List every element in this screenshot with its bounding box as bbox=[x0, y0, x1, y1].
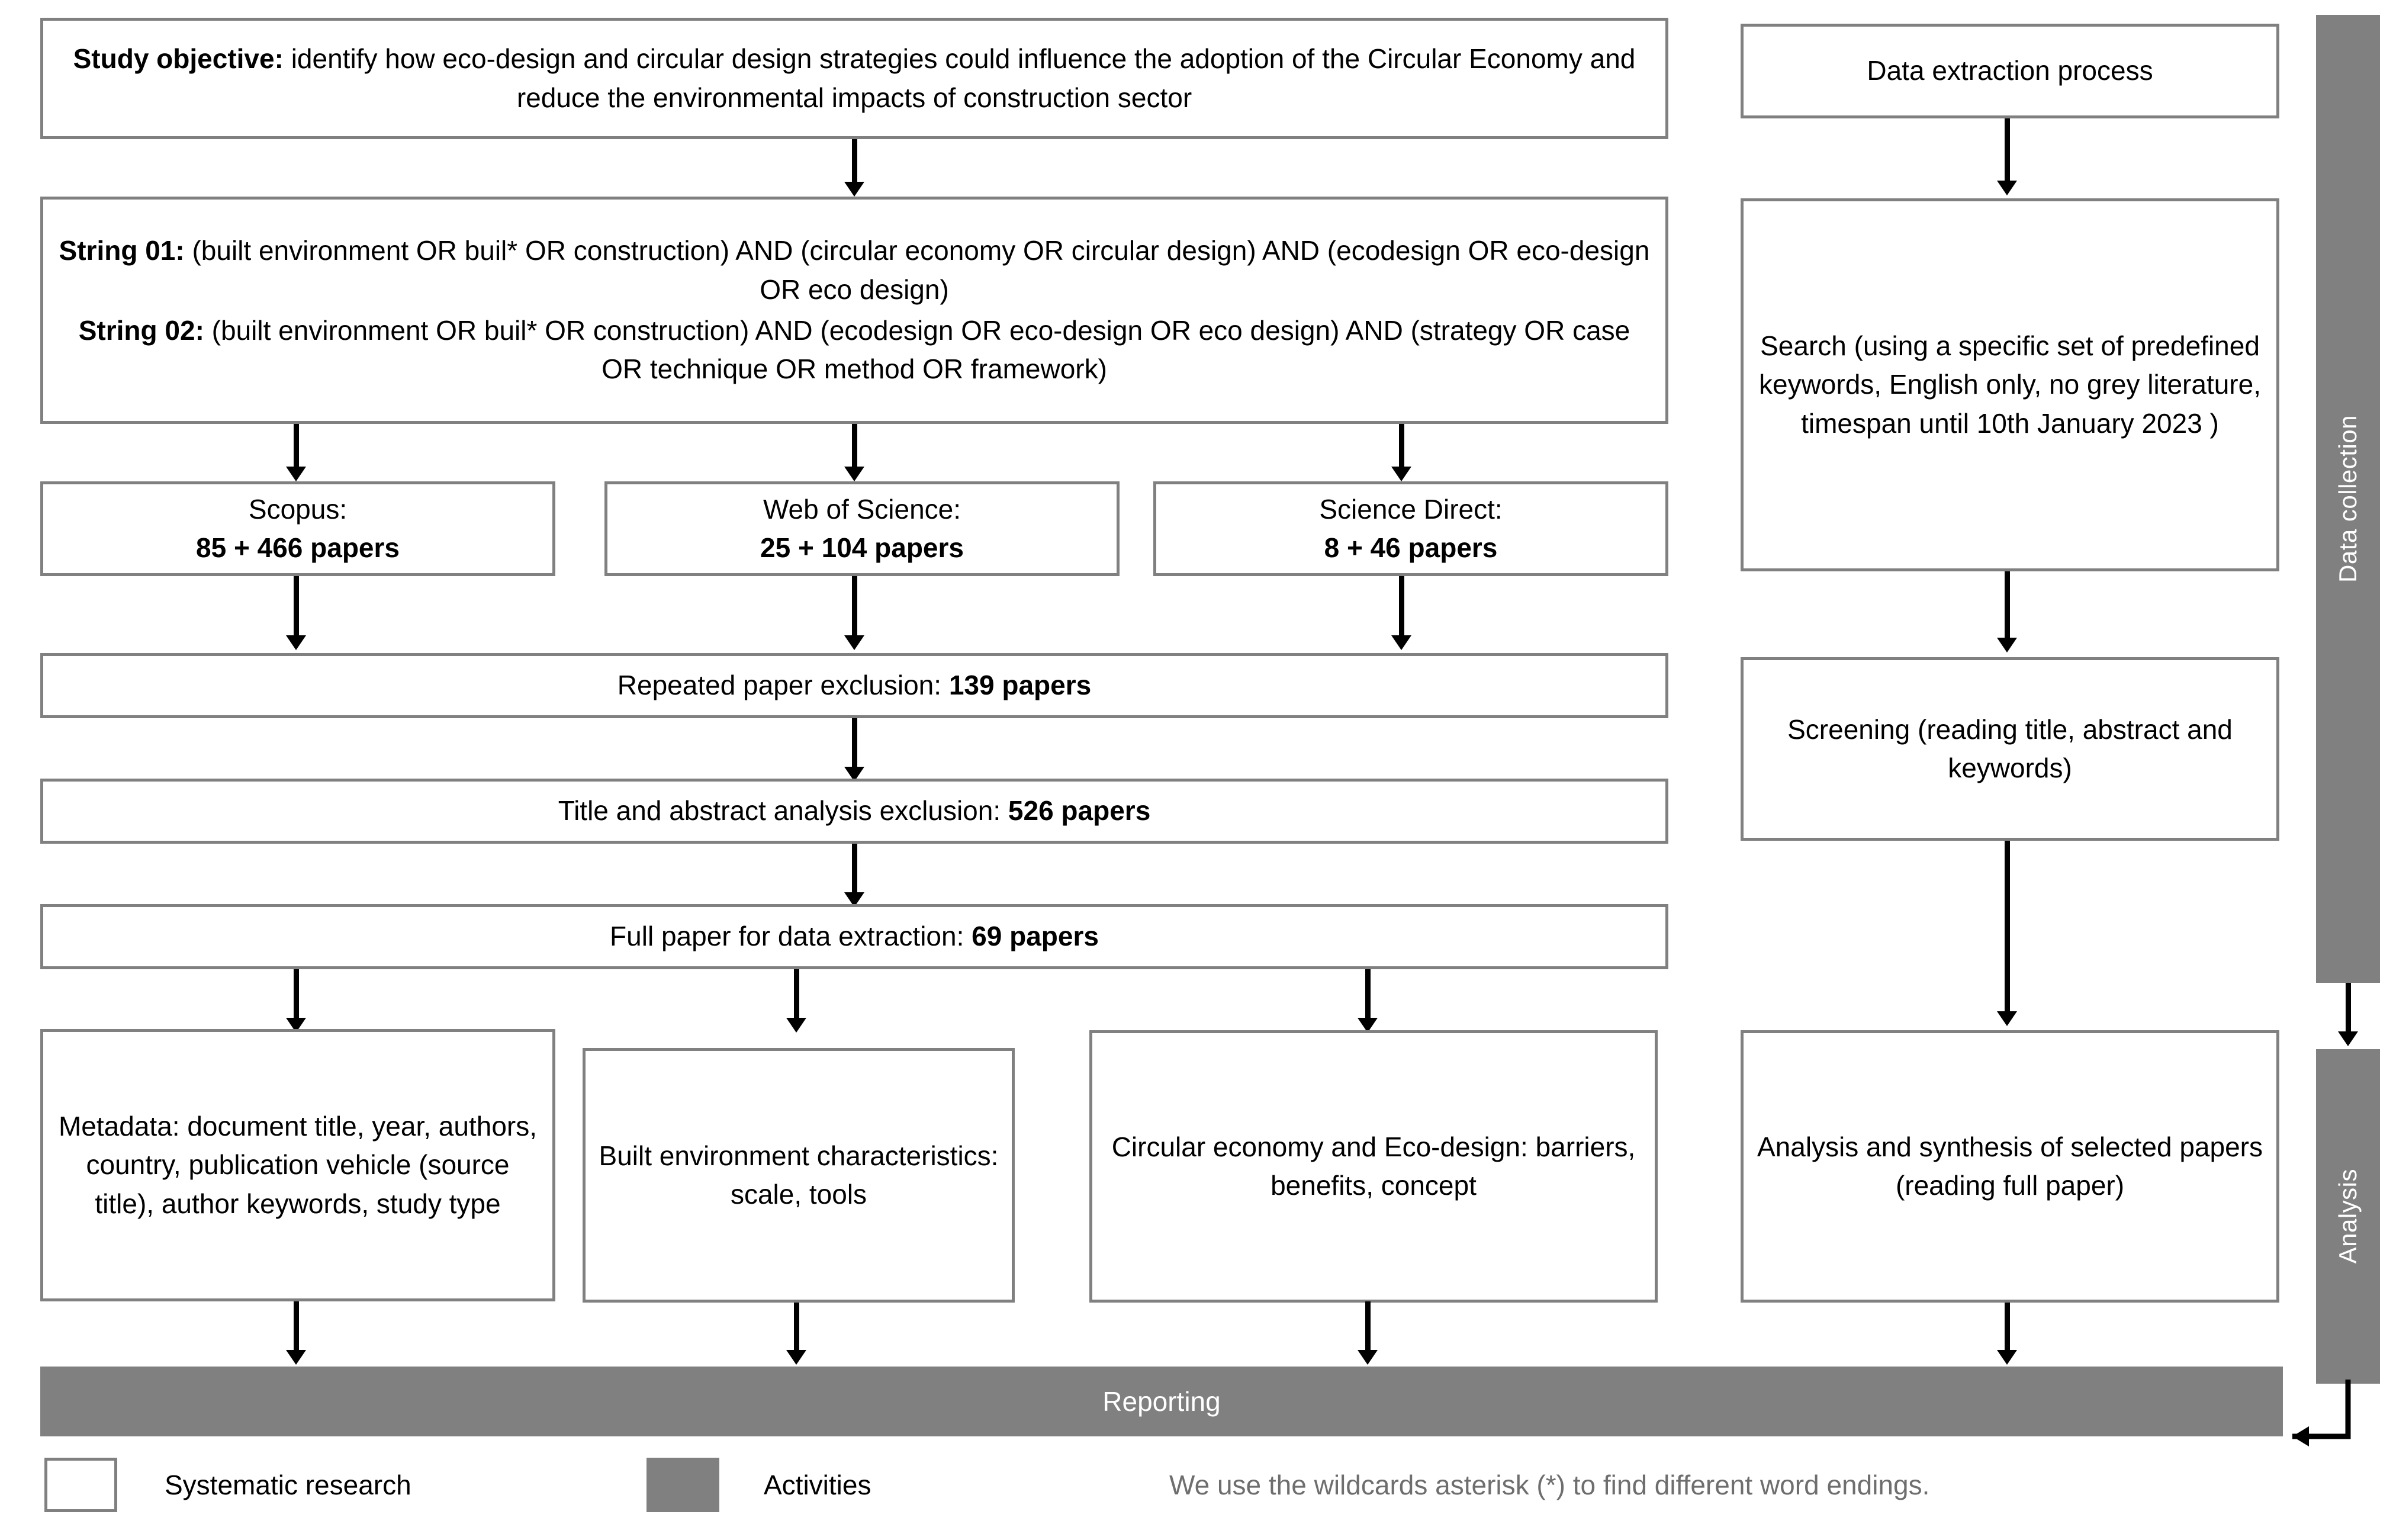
phase-band-analysis: Analysis bbox=[2316, 1049, 2380, 1384]
filter-text: Repeated paper exclusion: bbox=[617, 670, 949, 701]
extraction-text: Circular economy and Eco-design: barrier… bbox=[1111, 1131, 1636, 1201]
string02-text: (built environment OR buil* OR construct… bbox=[204, 315, 1630, 385]
study-objective-text: identify how eco-design and circular des… bbox=[283, 43, 1636, 113]
footnote-wildcard: We use the wildcards asterisk (*) to fin… bbox=[1169, 1470, 1930, 1500]
database-box-web-of-science: Web of Science: 25 + 104 papers bbox=[604, 481, 1120, 576]
database-box-science-direct: Science Direct: 8 + 46 papers bbox=[1153, 481, 1668, 576]
string01-label: String 01: bbox=[59, 235, 185, 266]
reporting-label: Reporting bbox=[1102, 1386, 1221, 1417]
filter-count: 526 papers bbox=[1008, 795, 1151, 827]
legend-label-activities: Activities bbox=[764, 1470, 871, 1500]
process-text: Data extraction process bbox=[1867, 55, 2153, 86]
extraction-text: Metadata: document title, year, authors,… bbox=[58, 1111, 537, 1219]
database-count: 85 + 466 papers bbox=[196, 532, 400, 563]
filter-box-title-abstract-exclusion: Title and abstract analysis exclusion: 5… bbox=[40, 779, 1668, 844]
process-box-screening: Screening (reading title, abstract and k… bbox=[1741, 657, 2279, 841]
study-objective-label: Study objective: bbox=[73, 43, 284, 75]
filter-box-full-paper-extraction: Full paper for data extraction: 69 paper… bbox=[40, 904, 1668, 969]
extraction-box-circular-economy: Circular economy and Eco-design: barrier… bbox=[1089, 1030, 1658, 1303]
extraction-text: Built environment characteristics: scale… bbox=[599, 1140, 999, 1210]
phase-band-label: Analysis bbox=[2334, 1169, 2362, 1264]
database-count: 25 + 104 papers bbox=[760, 532, 964, 563]
process-box-search: Search (using a specific set of predefin… bbox=[1741, 198, 2279, 571]
string02-label: String 02: bbox=[78, 315, 204, 346]
legend-label-systematic-research: Systematic research bbox=[165, 1470, 411, 1500]
phase-band-label: Data collection bbox=[2334, 415, 2362, 583]
legend-swatch-systematic-research bbox=[44, 1458, 117, 1512]
legend-swatch-activities bbox=[647, 1458, 719, 1512]
process-text: Screening (reading title, abstract and k… bbox=[1787, 713, 2233, 783]
process-box-analysis-synthesis: Analysis and synthesis of selected paper… bbox=[1741, 1030, 2279, 1303]
database-count: 8 + 46 papers bbox=[1324, 532, 1498, 563]
process-text: Search (using a specific set of predefin… bbox=[1759, 330, 2261, 439]
filter-text: Title and abstract analysis exclusion: bbox=[558, 795, 1008, 827]
filter-text: Full paper for data extraction: bbox=[610, 921, 972, 952]
database-name: Scopus: bbox=[248, 493, 348, 525]
phase-band-data-collection: Data collection bbox=[2316, 15, 2380, 983]
database-name: Science Direct: bbox=[1319, 493, 1503, 525]
study-objective-box: Study objective: identify how eco-design… bbox=[40, 18, 1668, 139]
search-strings-box: String 01: (built environment OR buil* O… bbox=[40, 197, 1668, 424]
process-box-data-extraction: Data extraction process bbox=[1741, 24, 2279, 118]
extraction-box-metadata: Metadata: document title, year, authors,… bbox=[40, 1029, 555, 1301]
process-text: Analysis and synthesis of selected paper… bbox=[1757, 1131, 2263, 1201]
database-name: Web of Science: bbox=[763, 493, 961, 525]
reporting-band: Reporting bbox=[40, 1367, 2283, 1436]
filter-count: 139 papers bbox=[948, 670, 1092, 701]
filter-count: 69 papers bbox=[972, 921, 1099, 952]
database-box-scopus: Scopus: 85 + 466 papers bbox=[40, 481, 555, 576]
filter-box-repeated-exclusion: Repeated paper exclusion: 139 papers bbox=[40, 653, 1668, 718]
elbow-connector-analysis-to-reporting bbox=[2292, 1380, 2351, 1446]
string01-text: (built environment OR buil* OR construct… bbox=[184, 235, 1650, 305]
extraction-box-built-environment: Built environment characteristics: scale… bbox=[583, 1048, 1015, 1303]
